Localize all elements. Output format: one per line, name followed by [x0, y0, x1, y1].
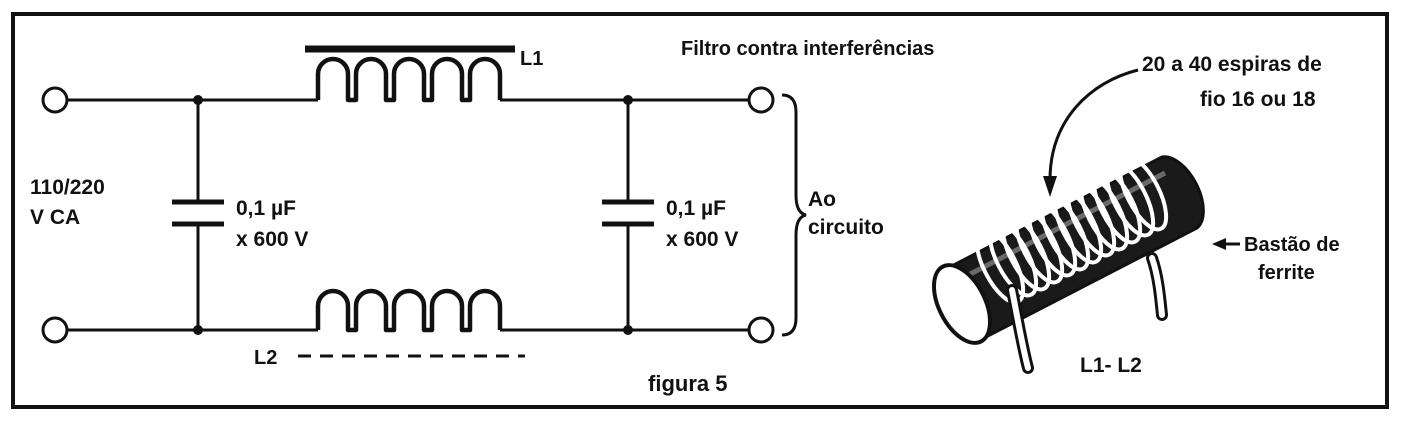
coil-label: L1- L2 — [1080, 354, 1142, 377]
capacitor-right-rating: x 600 V — [666, 228, 738, 251]
diagram-title: Filtro contra interferências — [681, 38, 934, 60]
inductor-l1-label: L1 — [520, 48, 543, 70]
input-voltage-label: 110/220 — [30, 176, 105, 199]
junction-dot — [623, 95, 633, 105]
circuit-wiring — [67, 98, 748, 332]
capacitor-left-rating: x 600 V — [236, 228, 308, 251]
rod-pointer-arrow — [1212, 238, 1240, 250]
ferrite-rod-note: ferrite — [1258, 262, 1315, 284]
coil-illustration — [932, 154, 1205, 374]
figure-caption: figura 5 — [648, 371, 727, 396]
coil-windings — [974, 154, 1169, 305]
output-label: circuito — [808, 216, 884, 239]
coil-turns-note: 20 a 40 espiras de — [1142, 53, 1322, 76]
input-terminal-top — [41, 86, 69, 114]
turns-pointer-arrow — [1043, 68, 1139, 197]
figure-frame — [11, 12, 1389, 409]
capacitor-right-value: 0,1 µF — [666, 197, 726, 220]
input-terminal-bottom — [41, 316, 69, 344]
input-voltage-label: V CA — [30, 206, 80, 229]
output-terminal-bottom — [747, 316, 775, 344]
coil-turns-note: fio 16 ou 18 — [1200, 88, 1316, 111]
capacitor-left-value: 0,1 µF — [236, 197, 296, 220]
inductor-l1-symbol — [305, 45, 515, 103]
junction-dot — [193, 95, 203, 105]
ferrite-rod-end — [932, 263, 992, 345]
inductor-l2-label: L2 — [254, 347, 277, 369]
inductor-l2-symbol — [298, 288, 525, 358]
capacitor-right-symbol — [602, 199, 654, 227]
junction-dot — [623, 325, 633, 335]
ferrite-rod-note: Bastão de — [1244, 234, 1340, 256]
output-label: Ao — [808, 188, 836, 211]
output-brace — [781, 93, 807, 337]
capacitor-left-symbol — [172, 199, 224, 227]
junction-dot — [193, 325, 203, 335]
output-terminal-top — [747, 86, 775, 114]
